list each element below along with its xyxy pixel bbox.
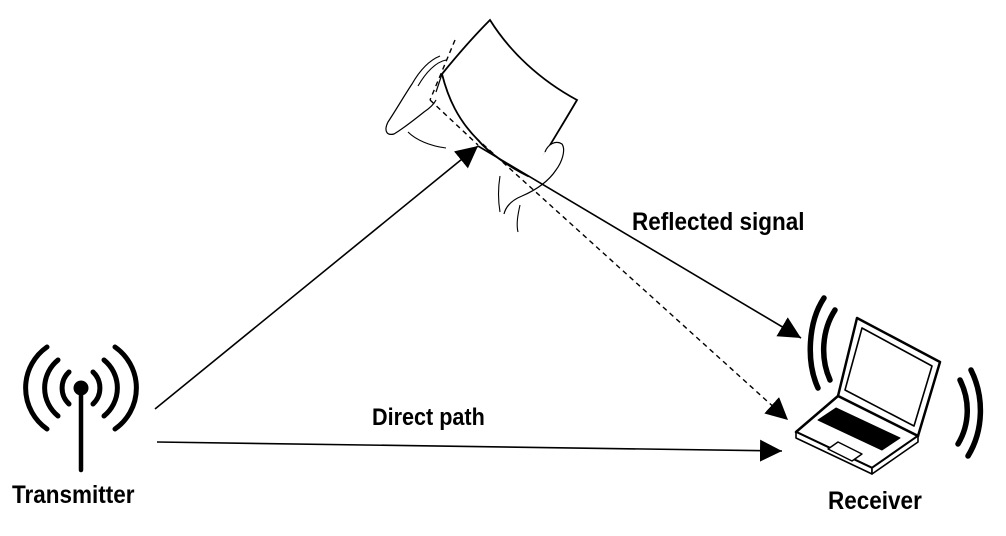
reflected-signal-label: Reflected signal <box>632 208 805 236</box>
direct-path-arrow <box>156 439 783 462</box>
antenna-icon <box>23 344 139 473</box>
receiver-label: Receiver <box>828 487 922 515</box>
laptop-icon <box>794 316 942 475</box>
transmitter-label: Transmitter <box>12 481 135 509</box>
incident-path-arrow <box>154 145 479 410</box>
direct-path-label: Direct path <box>372 404 485 431</box>
reflected-signal-dashed-arrow <box>475 137 789 421</box>
receiver-wave-icon <box>807 295 984 459</box>
reflected-signal-arrow <box>477 145 802 339</box>
paper-sheet-in-hands-icon <box>385 18 579 233</box>
reflector-outline-dashed <box>429 39 479 146</box>
